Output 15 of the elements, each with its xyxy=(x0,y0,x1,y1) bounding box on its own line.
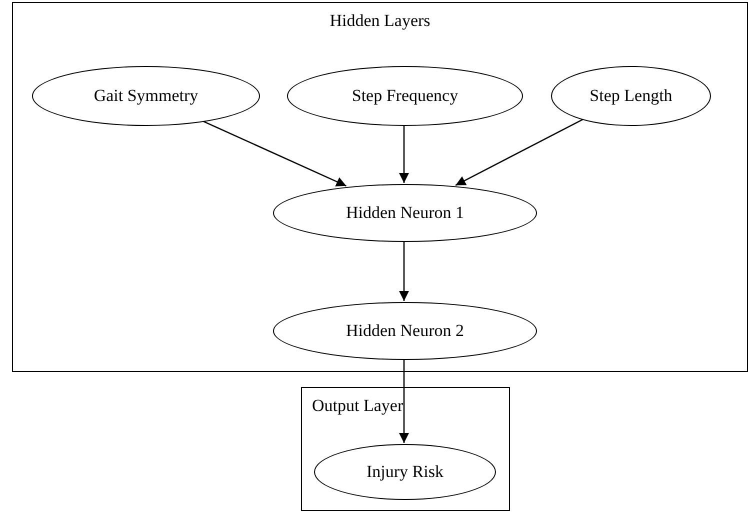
neuron-ellipse: Injury Risk xyxy=(314,444,496,500)
neuron-ellipse: Gait Symmetry xyxy=(32,66,260,126)
arrow xyxy=(455,118,584,186)
neuron-ellipse: Step Length xyxy=(551,66,711,126)
neuron-ellipse: Step Frequency xyxy=(287,66,523,126)
arrow xyxy=(399,125,409,183)
arrow xyxy=(399,359,409,443)
arrow xyxy=(399,241,409,301)
layer-group-box xyxy=(301,387,510,511)
neuron-ellipse: Hidden Neuron 1 xyxy=(273,184,537,242)
group-title: Hidden Layers xyxy=(330,11,430,31)
group-title: Output Layer xyxy=(312,396,404,416)
arrow xyxy=(202,120,347,187)
neuron-ellipse: Hidden Neuron 2 xyxy=(273,302,537,360)
layer-group-box xyxy=(12,2,748,372)
